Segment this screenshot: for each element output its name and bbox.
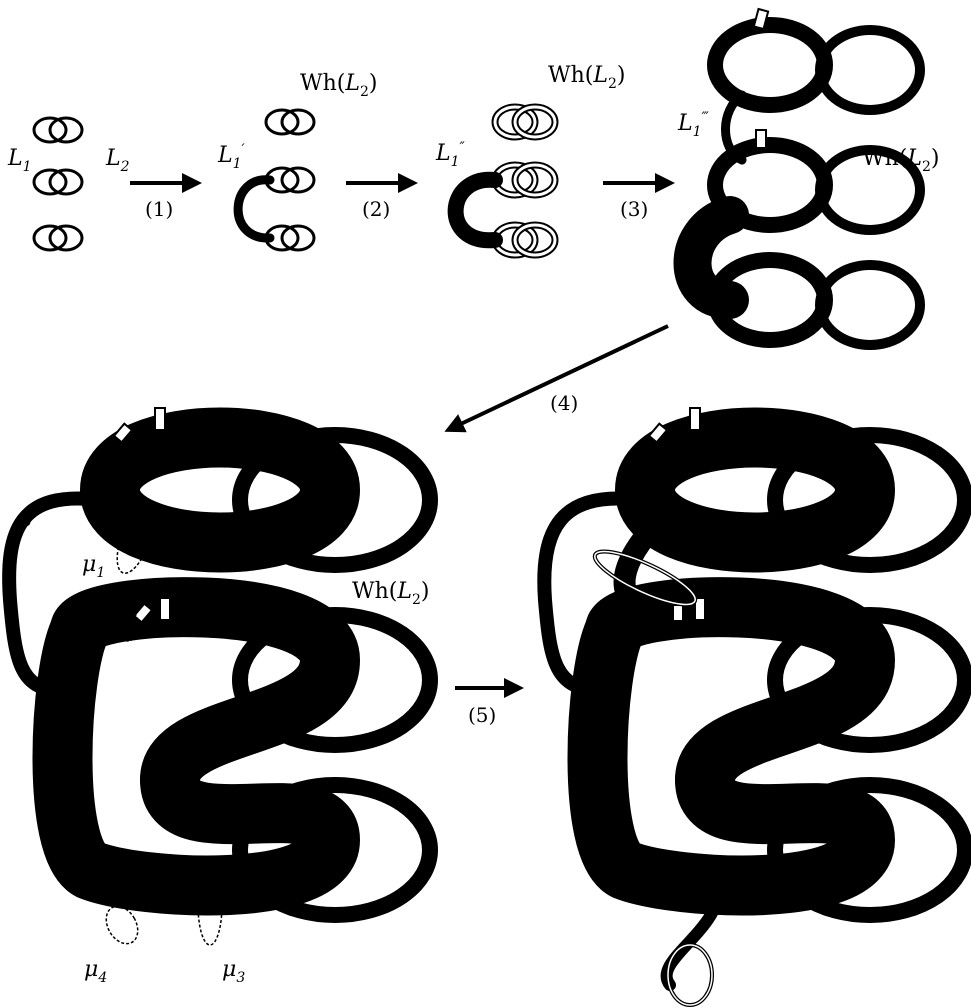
step-label-4: (4): [550, 391, 578, 415]
stage-1-links: L1 L2: [7, 118, 130, 250]
hopf-link-3: [34, 226, 82, 250]
step-label-1: (1): [145, 197, 173, 221]
wh-link-top: [266, 110, 314, 134]
band-link-top: [495, 107, 555, 137]
step-label-5: (5): [468, 703, 496, 727]
stage-5-links: J μ1 μ2 μ3 μ4 Wh(L2): [9, 408, 430, 986]
label-L1: L1: [7, 146, 32, 175]
band-link-mid: [495, 165, 555, 195]
stage-3-links: Wh(L2) L1″: [435, 63, 626, 255]
label-mu3: μ3: [222, 957, 245, 986]
hopf-link-2: [34, 170, 82, 194]
label-mu4: μ4: [84, 957, 107, 986]
label-mu1: μ1: [82, 552, 105, 581]
band-link-bot: [495, 225, 555, 255]
label-wh-L2-stage4: Wh(L2): [862, 146, 940, 175]
label-wh-L2-stage2: Wh(L2): [300, 71, 378, 100]
stage-6-links: [544, 408, 965, 1005]
label-wh-L2-stage3: Wh(L2): [548, 63, 626, 92]
stage-4-links: L1‴ Wh(L2): [677, 9, 940, 345]
step-label-3: (3): [620, 197, 648, 221]
hopf-link-1: [34, 118, 82, 142]
label-L1-double-prime: L1″: [435, 140, 466, 170]
label-L1-prime: L1′: [217, 142, 246, 172]
stage-2-links: Wh(L2) L1′: [217, 71, 378, 250]
label-L1-triple-prime: L1‴: [677, 110, 710, 140]
step-label-2: (2): [362, 197, 390, 221]
label-wh-L2-stage5: Wh(L2): [352, 579, 430, 608]
label-L2: L2: [105, 146, 130, 175]
